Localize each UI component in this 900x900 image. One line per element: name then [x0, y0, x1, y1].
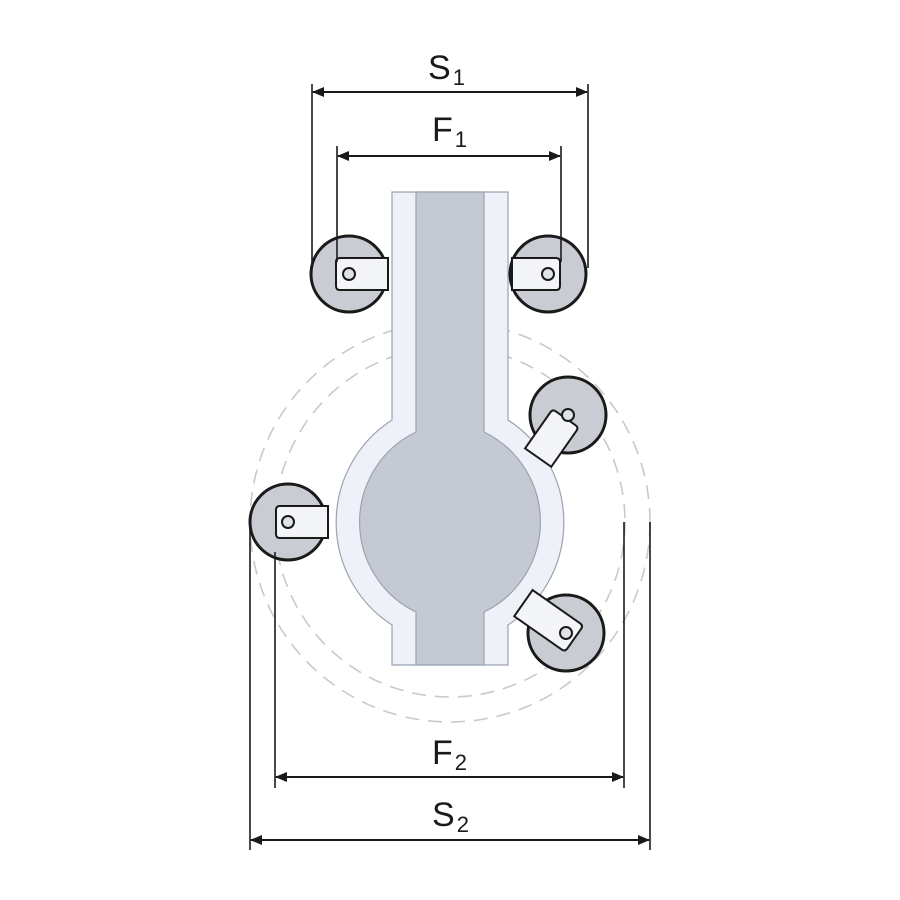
extension-lines [249, 84, 651, 850]
inner-swing-circle [274, 346, 626, 698]
dimension-lines [250, 87, 650, 845]
roller-pin [541, 267, 555, 281]
s1-label: S1 [428, 49, 465, 90]
roller-pin [281, 515, 295, 529]
roller-pin [342, 267, 356, 281]
roller-pin [561, 408, 575, 422]
rail-profile [335, 191, 565, 666]
roller-bracket [275, 505, 329, 539]
roller-pin [559, 626, 573, 640]
roller-bracket [523, 409, 579, 469]
f2-label: F2 [432, 734, 467, 775]
roller-upper-right [523, 375, 608, 469]
rail-profile-core [359, 191, 541, 666]
s2-label: S2 [432, 796, 469, 837]
roller-lower-right [512, 588, 606, 673]
f1-label: F1 [432, 111, 467, 152]
roller-bracket [511, 257, 561, 291]
roller-left [248, 482, 329, 562]
roller-top-right [508, 234, 588, 314]
roller-top-left [309, 234, 389, 314]
